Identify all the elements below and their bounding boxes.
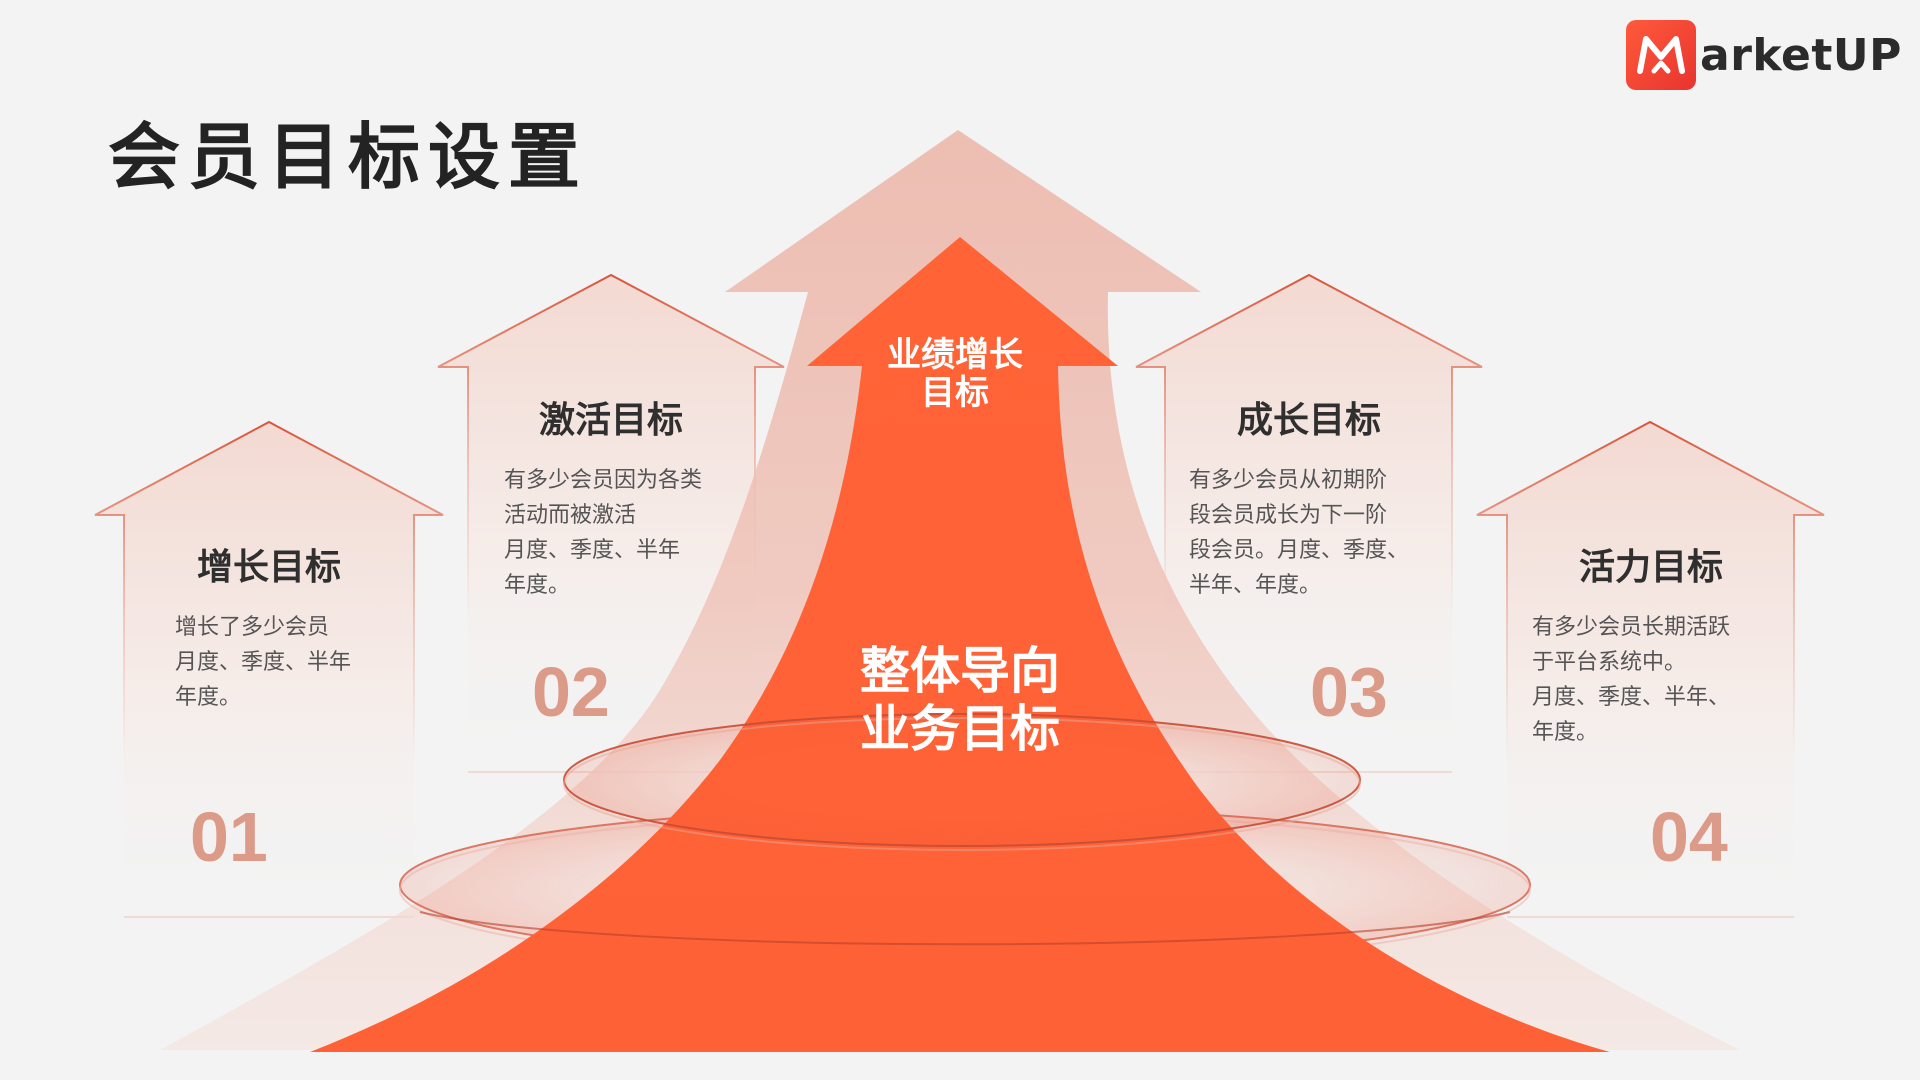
card-desc-01: 增长了多少会员 月度、季度、半年 年度。 bbox=[175, 615, 352, 710]
card-title-02: 激活目标 bbox=[538, 400, 683, 441]
logo-m-icon bbox=[1626, 20, 1696, 90]
card-number-01: 01 bbox=[190, 798, 268, 876]
card-shape-04 bbox=[1476, 420, 1825, 918]
card-number-03: 03 bbox=[1310, 653, 1388, 731]
card-shape-01 bbox=[94, 420, 444, 918]
logo-text: arketUP bbox=[1700, 29, 1902, 81]
card-desc-04: 有多少会员长期活跃 于平台系统中。 月度、季度、半年、 年度。 bbox=[1532, 615, 1731, 745]
front-arrow bbox=[310, 237, 1610, 1052]
card-desc-03: 有多少会员从初期阶 段会员成长为下一阶 段会员。月度、季度、 半年、年度。 bbox=[1189, 468, 1410, 598]
center-main-label: 整体导向 业务目标 bbox=[860, 642, 1060, 758]
card-number-04: 04 bbox=[1650, 798, 1728, 876]
card-title-01: 增长目标 bbox=[196, 547, 341, 588]
card-number-02: 02 bbox=[532, 653, 610, 731]
brand-logo: arketUP bbox=[1626, 20, 1902, 90]
card-title-04: 活力目标 bbox=[1578, 547, 1723, 588]
center-top-label: 业绩增长 目标 bbox=[887, 335, 1023, 413]
card-title-03: 成长目标 bbox=[1236, 400, 1381, 441]
page-title: 会员目标设置 bbox=[108, 115, 589, 199]
card-desc-02: 有多少会员因为各类 活动而被激活 月度、季度、半年 年度。 bbox=[504, 468, 703, 598]
